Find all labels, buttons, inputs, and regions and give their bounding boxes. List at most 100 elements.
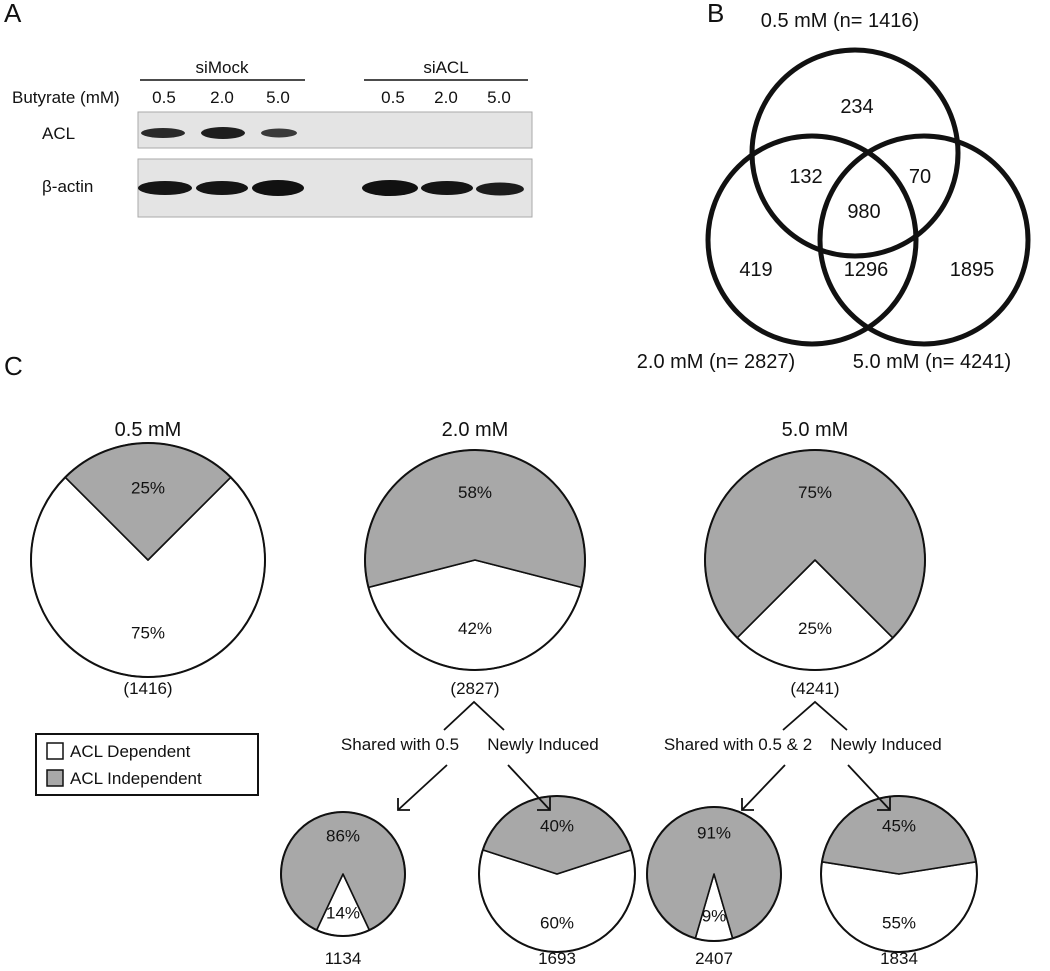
venn-diagram: 0.5 mM (n= 1416) 2.0 mM (n= 2827) 5.0 mM… <box>637 10 1031 373</box>
pie-count: 2407 <box>695 949 733 968</box>
western-blot: siMock siACL Butyrate (mM) 0.5 2.0 5.0 0… <box>12 58 533 218</box>
arrowhead <box>537 797 551 811</box>
pie-title: 0.5 mM <box>115 419 182 441</box>
branch-connector-5mm <box>782 700 848 731</box>
venn-region-2-0-and-5-0: 1296 <box>844 259 889 281</box>
pie-slice-acl-dependent <box>820 860 978 953</box>
pie-chart: 45% 55% 1834 <box>820 795 978 968</box>
conc-label: 0.5 <box>381 88 405 107</box>
venn-set-label-0-5mm: 0.5 mM (n= 1416) <box>761 10 919 32</box>
pie-title: 2.0 mM <box>442 419 509 441</box>
venn-set-label-2-0mm: 2.0 mM (n= 2827) <box>637 351 795 373</box>
conc-label: 2.0 <box>210 88 234 107</box>
pie-label-independent: 86% <box>326 827 360 846</box>
branch-label-shared-5mm: Shared with 0.5 & 2 <box>664 735 812 754</box>
pie-outline <box>280 811 406 937</box>
band-actin <box>362 180 418 196</box>
pie-label-dependent: 14% <box>326 903 360 922</box>
pie-label-dependent: 25% <box>798 619 832 638</box>
branch-label-new-2mm: Newly Induced <box>487 735 599 754</box>
legend-box <box>35 733 259 796</box>
pie-outline <box>364 449 586 671</box>
pie-label-independent: 25% <box>131 478 165 497</box>
band-actin <box>476 182 524 196</box>
pie-label-dependent: 60% <box>540 913 574 932</box>
pie-chart: 75% 25% 5.0 mM (4241) <box>704 419 926 698</box>
branch-label-shared-2mm: Shared with 0.5 <box>341 735 459 754</box>
panel-label-b: B <box>707 0 724 28</box>
conc-label: 2.0 <box>434 88 458 107</box>
venn-circle-0-5mm <box>749 47 961 259</box>
band-acl <box>201 127 245 139</box>
arrowhead <box>877 797 891 811</box>
pie-outline <box>820 795 978 953</box>
pie-count: (2827) <box>450 679 499 698</box>
pie-chart: 86% 14% 1134 <box>280 811 406 968</box>
pie-outline <box>646 806 782 942</box>
band-actin <box>196 181 248 195</box>
venn-region-0-5-and-5-0: 70 <box>909 166 931 188</box>
venn-circle-5-0mm <box>817 133 1031 347</box>
conc-label: 5.0 <box>487 88 511 107</box>
pie-label-independent: 58% <box>458 483 492 502</box>
panel-label-c: C <box>4 351 23 381</box>
pie-count: (1416) <box>123 679 172 698</box>
row-label-acl: ACL <box>42 124 75 143</box>
pie-label-independent: 40% <box>540 817 574 836</box>
butyrate-label: Butyrate (mM) <box>12 88 120 107</box>
legend: ACL Dependent ACL Independent <box>35 733 259 796</box>
pie-label-dependent: 9% <box>702 907 727 926</box>
pie-outline <box>30 442 266 678</box>
pie-label-dependent: 75% <box>131 624 165 643</box>
branch-connector-2mm <box>443 700 505 731</box>
arrowhead <box>741 798 754 811</box>
legend-label-dependent: ACL Dependent <box>70 742 191 761</box>
pie-chart: 25% 75% 0.5 mM (1416) <box>30 419 266 698</box>
band-acl <box>261 128 297 138</box>
branch-arrows <box>397 700 891 811</box>
venn-region-all: 980 <box>847 201 880 223</box>
pie-chart: 40% 60% 1693 <box>478 795 636 968</box>
group-label-simock: siMock <box>196 58 249 77</box>
panel-label-a: A <box>4 0 22 28</box>
group-label-siacl: siACL <box>423 58 468 77</box>
branch-label-new-5mm: Newly Induced <box>830 735 942 754</box>
pie-count: 1693 <box>538 949 576 968</box>
legend-swatch-independent <box>46 769 64 787</box>
venn-region-only-2-0: 419 <box>739 259 772 281</box>
venn-region-only-0-5: 234 <box>840 96 873 118</box>
arrow-shared-2mm <box>397 764 448 811</box>
band-actin <box>252 180 304 196</box>
venn-set-label-5-0mm: 5.0 mM (n= 4241) <box>853 351 1011 373</box>
pie-count: (4241) <box>790 679 839 698</box>
pie-label-dependent: 55% <box>882 913 916 932</box>
legend-label-independent: ACL Independent <box>70 769 202 788</box>
arrow-new-5mm <box>847 764 891 811</box>
arrow-shared-5mm <box>741 764 786 811</box>
pie-label-independent: 75% <box>798 483 832 502</box>
pie-label-independent: 45% <box>882 817 916 836</box>
band-actin <box>421 181 473 195</box>
pie-charts: 25%75%0.5 mM(1416)58%42%2.0 mM(2827)75%2… <box>30 419 978 968</box>
conc-label: 0.5 <box>152 88 176 107</box>
pie-count: 1834 <box>880 949 918 968</box>
venn-region-only-5-0: 1895 <box>950 259 995 281</box>
band-actin <box>138 181 192 195</box>
pie-title: 5.0 mM <box>782 419 849 441</box>
pie-outline <box>478 795 636 953</box>
blot-strip-acl <box>137 111 533 149</box>
pie-label-independent: 91% <box>697 823 731 842</box>
pie-label-dependent: 42% <box>458 619 492 638</box>
pie-chart: 58% 42% 2.0 mM (2827) <box>364 419 586 698</box>
pie-chart: 91% 9% 2407 <box>646 806 782 968</box>
band-acl <box>141 128 185 138</box>
row-label-actin: β-actin <box>42 177 93 196</box>
pie-outline <box>704 449 926 671</box>
venn-circle-2-0mm <box>705 133 919 347</box>
legend-swatch-dependent <box>46 742 64 760</box>
pie-count: 1134 <box>325 949 362 968</box>
arrow-new-2mm <box>507 764 551 811</box>
venn-region-0-5-and-2-0: 132 <box>789 166 822 188</box>
arrowhead <box>397 798 410 811</box>
